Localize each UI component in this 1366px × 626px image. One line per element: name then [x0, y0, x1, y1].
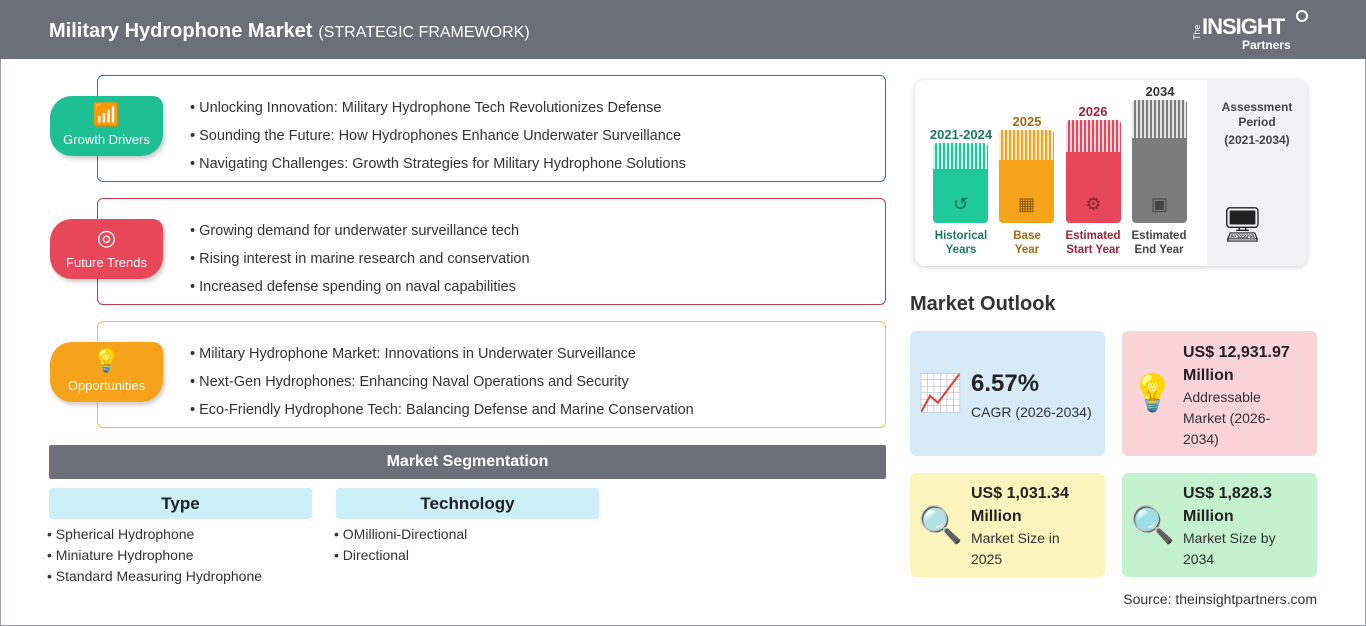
list-item: Navigating Challenges: Growth Strategies… [190, 150, 686, 178]
growth-drivers-box: Unlocking Innovation: Military Hydrophon… [97, 75, 886, 182]
assessment-range: (2021-2034) [1224, 133, 1290, 147]
market-size-2034-label: Market Size by 2034 [1183, 530, 1276, 567]
assessment-side: Assessment Period (2021-2034) 🖥 [1207, 80, 1307, 266]
cagr-card: 📈 6.57% CAGR (2026-2034) [910, 331, 1105, 456]
logo-insight: INSIGHT [1202, 14, 1285, 39]
magnifier-chart-icon: 🔍 [1130, 504, 1175, 545]
logo-ring-icon [1296, 10, 1308, 22]
calendar-icon: ▦ [1017, 194, 1035, 214]
market-outlook-title: Market Outlook [910, 293, 1056, 315]
page-subtitle: (STRATEGIC FRAMEWORK) [318, 24, 530, 41]
list-item: Increased defense spending on naval capa… [190, 273, 530, 301]
list-item: Spherical Hydrophone [47, 524, 262, 545]
growth-chart-icon: 📶 [92, 102, 121, 127]
history-icon: ↺ [952, 194, 969, 214]
label-line: Base [1013, 230, 1041, 242]
assessment-label: Assessment Period [1221, 100, 1293, 129]
source-text: Source: theinsightpartners.com [1123, 591, 1317, 607]
segment-type-list: Spherical Hydrophone Miniature Hydrophon… [47, 524, 262, 587]
monitor-gear-icon: ⚙ [1085, 194, 1102, 214]
segment-type-header: Type [49, 488, 312, 519]
market-size-2034-value: US$ 1,828.3 Million [1183, 485, 1272, 525]
assessment-period-panel: Assessment Period (2021-2034) 🖥 ↺ ▦ ⚙ ▣ … [915, 80, 1307, 266]
list-item: Standard Measuring Hydrophone [47, 566, 262, 587]
tag-label: Future Trends [66, 255, 147, 270]
list-item: Miniature Hydrophone [47, 545, 262, 566]
market-size-2025-value: US$ 1,031.34 Million [971, 485, 1069, 525]
opportunities-box: Military Hydrophone Market: Innovations … [97, 321, 886, 428]
header: Military Hydrophone Market (STRATEGIC FRA… [0, 0, 1366, 59]
title-text: Military Hydrophone Market [49, 20, 313, 42]
insight-partners-logo: The INSIGHT Partners [1192, 10, 1312, 52]
addressable-label: Addressable Market (2026-2034) [1183, 389, 1271, 447]
label-line: Start Year [1066, 244, 1120, 256]
dollar-bulb-icon: 💡 [1130, 372, 1175, 413]
cagr-value: 6.57% [971, 370, 1040, 397]
lightbulb-hand-icon: 💡 [92, 348, 121, 373]
segment-technology-header: Technology [336, 488, 599, 519]
historical-years-bar: ↺ [933, 143, 988, 223]
future-trends-box: Growing demand for underwater surveillan… [97, 198, 886, 305]
target-icon: ◎ [96, 225, 117, 250]
label-line: Years [945, 244, 977, 256]
market-size-2025-card: 🔍 US$ 1,031.34 Million Market Size in 20… [910, 473, 1105, 577]
logo-the: The [1192, 24, 1202, 40]
segment-technology-list: OMillioni-Directional Directional [334, 524, 467, 566]
growth-chart-icon: 📈 [918, 372, 963, 413]
list-item: Rising interest in marine research and c… [190, 245, 529, 273]
addressable-market-card: 💡 US$ 12,931.97 Million Addressable Mark… [1122, 331, 1317, 456]
label-line: End Year [1134, 244, 1184, 256]
list-item: OMillioni-Directional [334, 524, 467, 545]
list-item: Unlocking Innovation: Military Hydrophon… [190, 94, 686, 122]
analytics-illustration-icon: 🖥 [1221, 206, 1265, 244]
addressable-value: US$ 12,931.97 Million [1183, 344, 1290, 384]
year-label: 2025 [1012, 114, 1042, 129]
year-label: 2026 [1078, 104, 1108, 119]
list-item: Directional [334, 545, 467, 566]
label-line: Estimated [1131, 230, 1187, 242]
market-size-2034-card: 🔍 US$ 1,828.3 Million Market Size by 203… [1122, 473, 1317, 577]
market-size-2025-label: Market Size in 2025 [971, 530, 1060, 567]
growth-drivers-tag: 📶 Growth Drivers [50, 96, 163, 156]
magnifier-chart-icon: 🔍 [918, 504, 963, 545]
start-year-bar: ⚙ [1066, 120, 1121, 223]
list-item: Military Hydrophone Market: Innovations … [190, 340, 694, 368]
base-year-bar: ▦ [999, 130, 1054, 223]
list-item: Growing demand for underwater surveillan… [190, 217, 530, 245]
year-label: 2034 [1145, 84, 1175, 99]
label-line: Estimated [1065, 230, 1121, 242]
label-line: Year [1014, 244, 1040, 256]
presentation-board-icon: ▣ [1150, 194, 1168, 214]
list-item: Eco-Friendly Hydrophone Tech: Balancing … [190, 396, 694, 424]
cagr-label: CAGR (2026-2034) [971, 404, 1092, 420]
future-trends-tag: ◎ Future Trends [50, 219, 163, 279]
end-year-bar: ▣ [1132, 100, 1187, 223]
page-title: Military Hydrophone Market (STRATEGIC FRA… [49, 20, 530, 43]
logo-partners: Partners [1242, 38, 1291, 52]
list-item: Sounding the Future: How Hydrophones Enh… [190, 122, 686, 150]
label-line: Historical [934, 230, 988, 242]
tag-label: Opportunities [67, 378, 146, 393]
opportunities-tag: 💡 Opportunities [50, 342, 163, 402]
list-item: Next-Gen Hydrophones: Enhancing Naval Op… [190, 368, 694, 396]
year-label: 2021-2024 [929, 127, 993, 142]
market-segmentation-header: Market Segmentation [49, 445, 886, 479]
tag-label: Growth Drivers [63, 132, 150, 147]
